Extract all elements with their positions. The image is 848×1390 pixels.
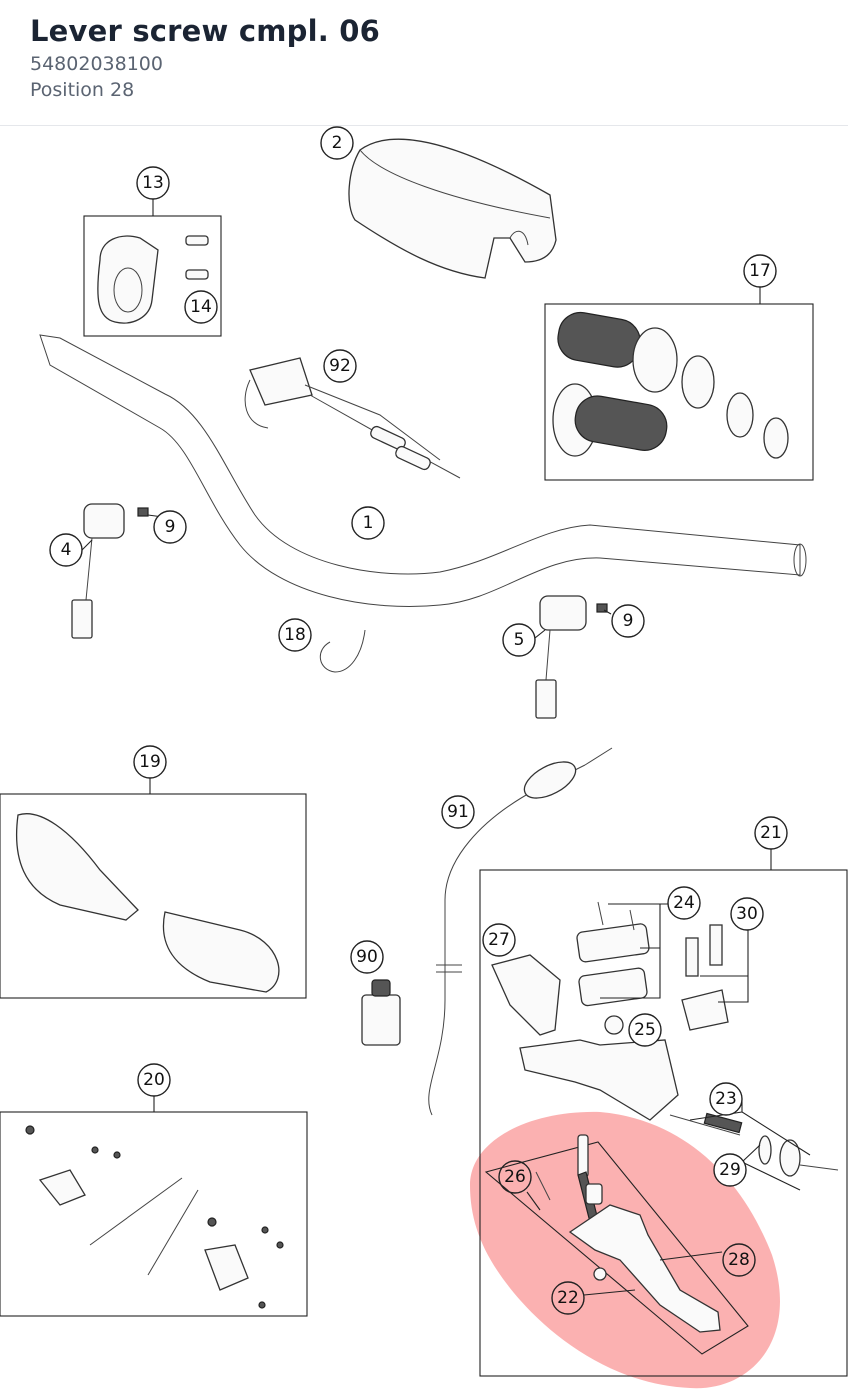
handlebar-end xyxy=(793,543,807,577)
brake-lever xyxy=(535,1134,721,1333)
clutch-cable-91 xyxy=(428,747,613,1116)
master-cylinder-21 xyxy=(491,901,839,1177)
svg-text:20: 20 xyxy=(143,1070,165,1090)
page-title: Lever screw cmpl. 06 xyxy=(30,14,381,48)
callout-23[interactable]: 23 xyxy=(709,1082,743,1116)
svg-text:27: 27 xyxy=(488,930,510,950)
svg-text:4: 4 xyxy=(61,540,72,560)
callout-22[interactable]: 22 xyxy=(551,1281,585,1315)
callout-27[interactable]: 27 xyxy=(482,923,516,957)
cable-tie-18 xyxy=(320,629,366,673)
svg-text:9: 9 xyxy=(165,517,176,537)
callout-5[interactable]: 5 xyxy=(502,623,536,657)
group-box-lever xyxy=(484,1141,749,1355)
group-box-19 xyxy=(0,793,307,999)
svg-text:91: 91 xyxy=(447,802,469,822)
callout-14[interactable]: 14 xyxy=(184,290,218,324)
callout-30[interactable]: 30 xyxy=(730,897,764,931)
handlebar xyxy=(39,334,801,607)
svg-text:22: 22 xyxy=(557,1288,579,1308)
callout-92[interactable]: 92 xyxy=(323,349,357,383)
callout-90[interactable]: 90 xyxy=(350,940,384,974)
svg-text:28: 28 xyxy=(728,1250,750,1270)
callout-26[interactable]: 26 xyxy=(498,1160,532,1194)
callout-9-left[interactable]: 9 xyxy=(153,510,187,544)
callout-9-right[interactable]: 9 xyxy=(611,604,645,638)
svg-text:90: 90 xyxy=(356,947,378,967)
leader-lines xyxy=(81,198,811,1296)
callout-18[interactable]: 18 xyxy=(278,618,312,652)
clamp-13 xyxy=(97,235,209,324)
svg-text:24: 24 xyxy=(673,893,695,913)
handlebar-pad xyxy=(348,138,557,279)
callout-2[interactable]: 2 xyxy=(320,126,354,160)
callout-4[interactable]: 4 xyxy=(49,533,83,567)
throttle-92 xyxy=(244,357,461,479)
svg-text:29: 29 xyxy=(719,1160,741,1180)
fluid-bottle-90 xyxy=(361,979,401,1046)
svg-text:13: 13 xyxy=(142,173,164,193)
grips-17 xyxy=(552,311,789,459)
svg-text:1: 1 xyxy=(363,513,374,533)
handguards-19 xyxy=(15,813,280,993)
callout-19[interactable]: 19 xyxy=(133,745,167,779)
svg-text:5: 5 xyxy=(514,630,525,650)
callout-17[interactable]: 17 xyxy=(743,254,777,288)
svg-text:14: 14 xyxy=(190,297,212,317)
callout-25[interactable]: 25 xyxy=(628,1013,662,1047)
callout-24[interactable]: 24 xyxy=(667,886,701,920)
svg-text:92: 92 xyxy=(329,356,351,376)
callout-91[interactable]: 91 xyxy=(441,795,475,829)
callout-13[interactable]: 13 xyxy=(136,166,170,200)
svg-text:9: 9 xyxy=(623,611,634,631)
mounting-kit-20 xyxy=(25,1125,284,1309)
part-header: Lever screw cmpl. 06 54802038100 Positio… xyxy=(0,0,848,126)
svg-text:23: 23 xyxy=(715,1089,737,1109)
callout-20[interactable]: 20 xyxy=(137,1063,171,1097)
switch-4 xyxy=(71,503,149,639)
position-label: Position 28 xyxy=(30,79,135,101)
group-box-20 xyxy=(0,1111,308,1317)
svg-text:17: 17 xyxy=(749,261,771,281)
svg-text:2: 2 xyxy=(332,133,343,153)
switch-5 xyxy=(535,595,608,719)
callout-28[interactable]: 28 xyxy=(722,1243,756,1277)
svg-text:30: 30 xyxy=(736,904,758,924)
callout-21[interactable]: 21 xyxy=(754,816,788,850)
callout-1[interactable]: 1 xyxy=(351,506,385,540)
svg-text:21: 21 xyxy=(760,823,782,843)
callout-29[interactable]: 29 xyxy=(713,1153,747,1187)
svg-text:25: 25 xyxy=(634,1020,656,1040)
svg-text:26: 26 xyxy=(504,1167,526,1187)
svg-text:19: 19 xyxy=(139,752,161,772)
group-box-17 xyxy=(544,303,814,481)
svg-text:18: 18 xyxy=(284,625,306,645)
group-box-21 xyxy=(479,869,848,1377)
part-number: 54802038100 xyxy=(30,53,163,75)
